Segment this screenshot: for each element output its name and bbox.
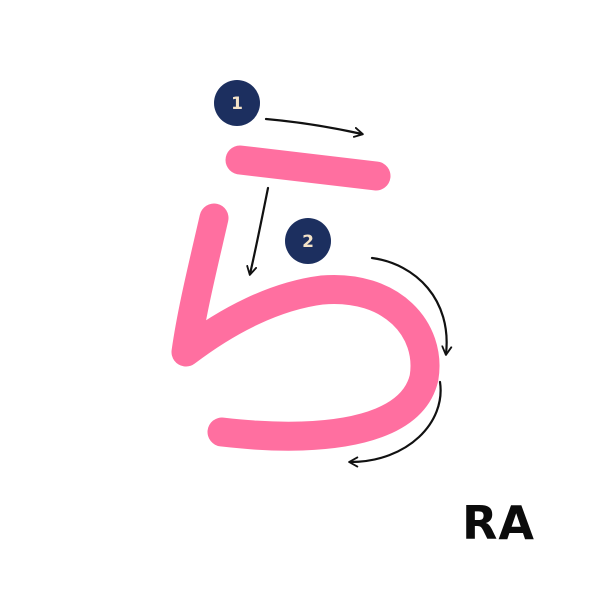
badge-circle bbox=[214, 80, 260, 126]
arrow-stroke-2-lower-curve bbox=[348, 380, 442, 468]
arrow-stroke-1 bbox=[264, 117, 364, 138]
stroke-2-badge: 2 bbox=[285, 218, 331, 264]
stroke-1-number: 1 bbox=[231, 94, 243, 114]
stroke-2-number: 2 bbox=[302, 232, 314, 252]
stroke-2-line bbox=[171, 203, 440, 451]
stroke-1-badge: 1 bbox=[214, 80, 260, 126]
arrow-stroke-1-down bbox=[246, 186, 270, 276]
badge-circle bbox=[285, 218, 331, 264]
stroke-1-line bbox=[225, 145, 391, 191]
romaji-label: RA bbox=[462, 496, 536, 550]
arrow-stroke-2-upper-curve bbox=[370, 256, 453, 356]
